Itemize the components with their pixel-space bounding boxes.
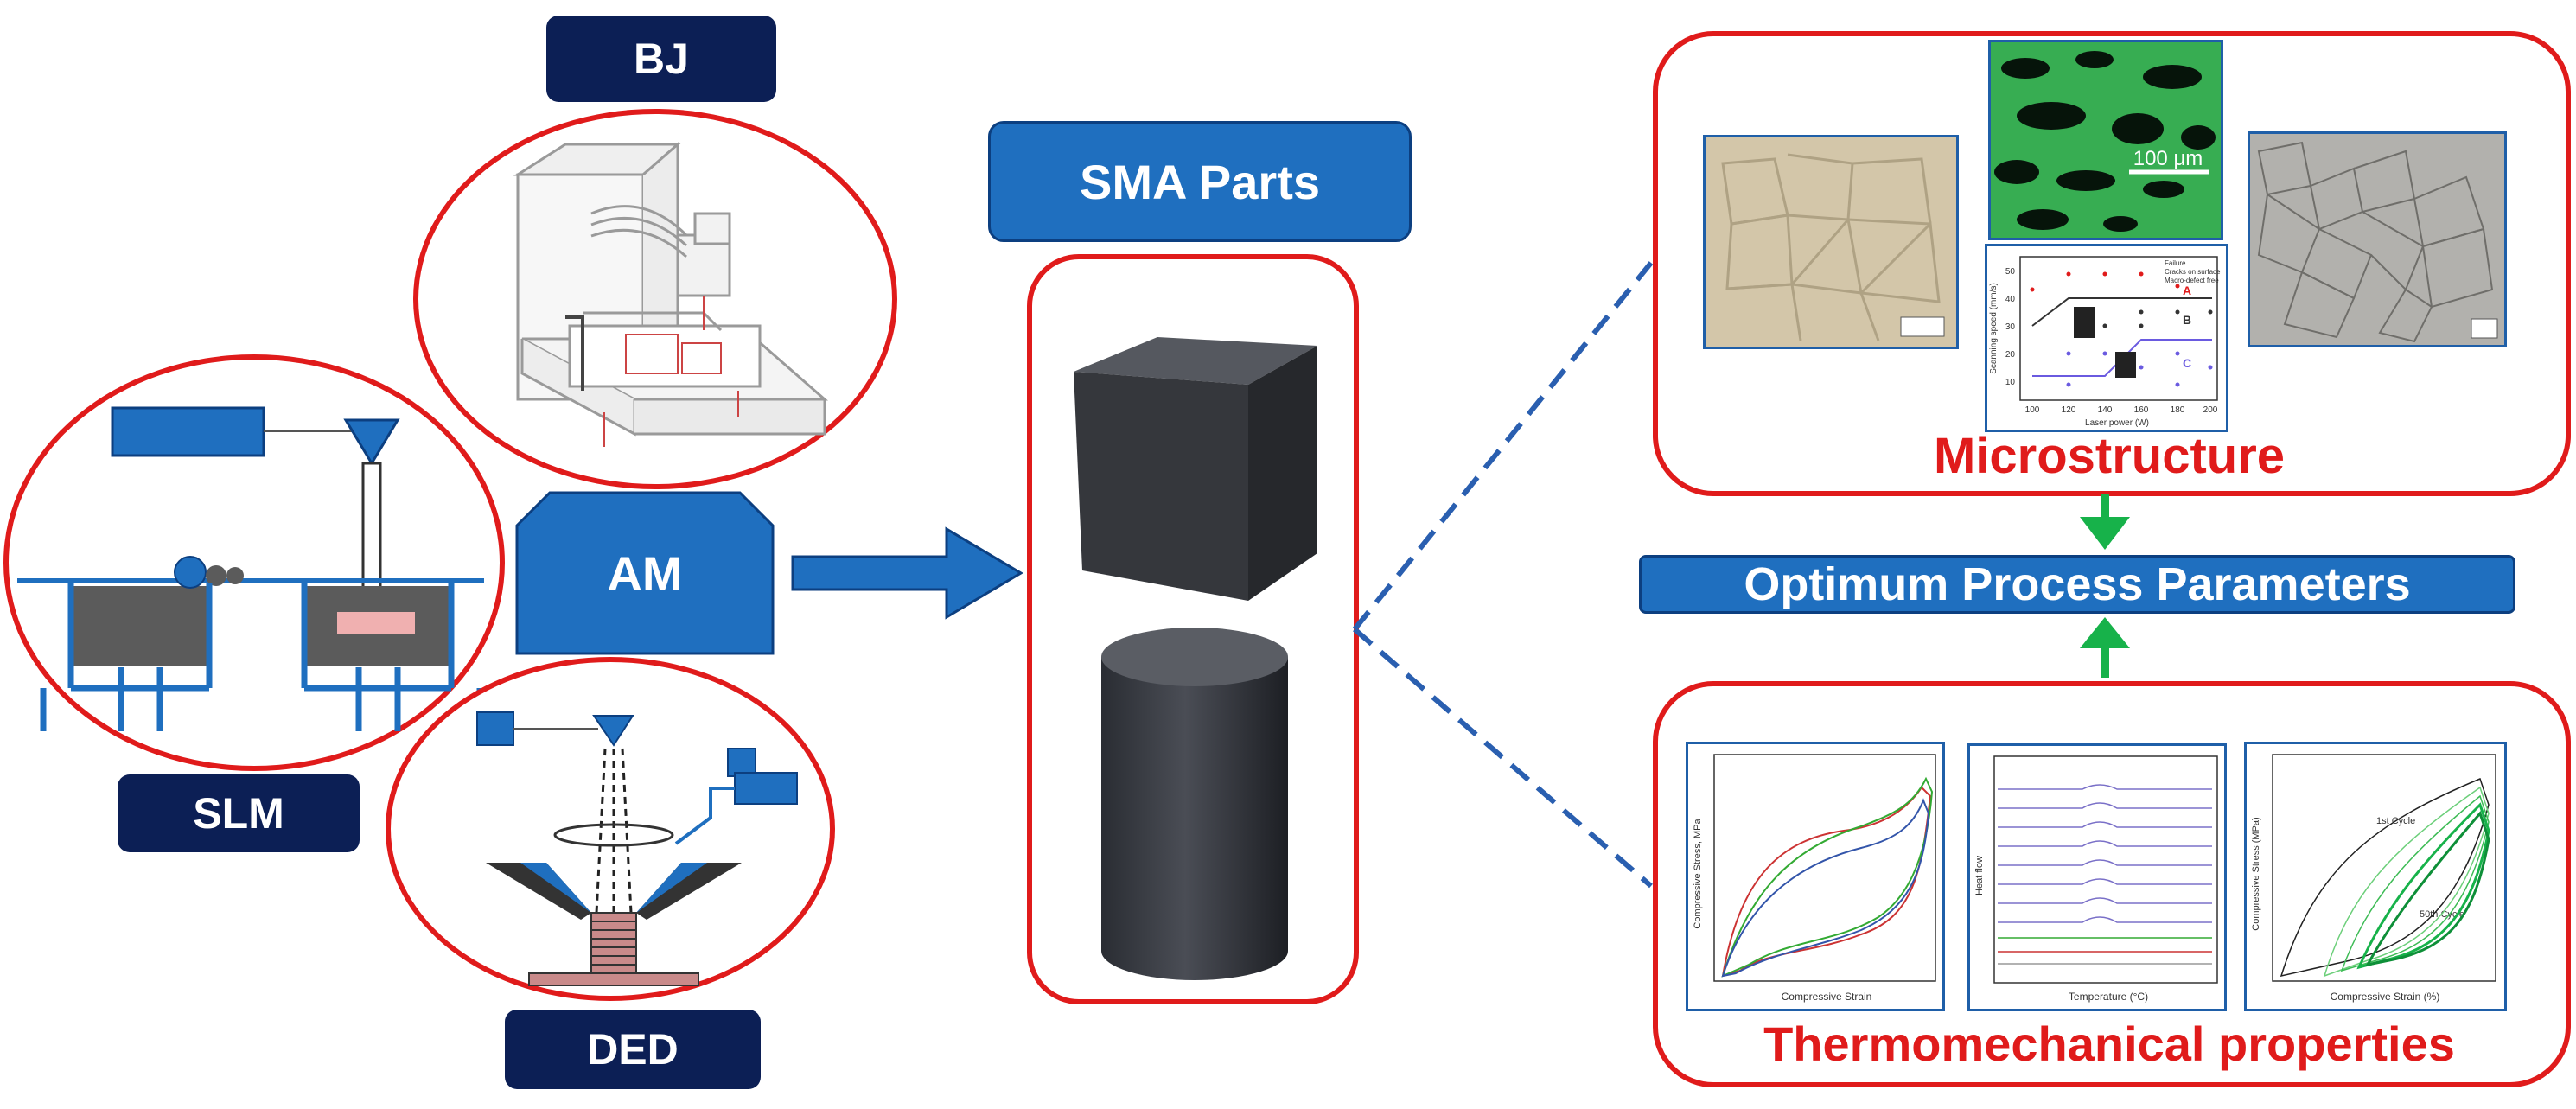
ded-label: DED: [505, 1010, 761, 1089]
x-tick-100: 100: [2025, 405, 2040, 415]
thermomechanical-title-text: Thermomechanical properties: [1763, 1017, 2455, 1071]
x-tick-160: 160: [2134, 405, 2149, 415]
binder-jet-printer-illustration: [513, 141, 828, 447]
stress-strain-chart-right-svg: Compressive Strain (%) Compressive Stres…: [2251, 754, 2496, 1003]
micrograph-right: [2248, 131, 2507, 347]
micrograph-sem-texture: 100 μm: [1991, 42, 2221, 238]
stress-strain-chart-right: Compressive Strain (%) Compressive Stres…: [2244, 742, 2507, 1011]
microstructure-title-text: Microstructure: [1933, 428, 2286, 484]
legend-failure: Failure: [2165, 259, 2186, 267]
x-tick-120: 120: [2062, 405, 2076, 415]
y-tick-50: 50: [2005, 267, 2016, 277]
middle-chart-ylabel: Heat flow: [1974, 856, 1985, 895]
right-chart-ylabel: Compressive Stress (MPa): [2251, 817, 2261, 930]
selective-laser-melting-illustration: [17, 406, 484, 731]
sma-parts-label: SMA Parts: [988, 121, 1412, 242]
region-c: C: [2183, 356, 2191, 370]
process-window-chart: 10 20 30 40 50 100 120 140 160 180 200 L…: [1985, 244, 2228, 432]
am-block: AM: [515, 491, 775, 655]
slm-oval: [3, 354, 505, 771]
legend-cracks: Cracks on surface: [2165, 268, 2221, 276]
dsc-chart-svg: Temperature (°C) Heat flow: [1974, 755, 2218, 1003]
green-arrow-up: [2080, 617, 2130, 678]
am-label-text: AM: [607, 545, 683, 601]
legend-defect-free: Macro-defect free: [2165, 277, 2219, 284]
microstructure-title: Microstructure: [1815, 422, 2403, 491]
micrograph-right-texture: [2250, 134, 2504, 345]
left-chart-xlabel: Compressive Strain: [1782, 991, 1872, 1003]
mini-chart-ylabel: Scanning speed (mm/s): [1989, 283, 1999, 374]
sma-parts-frame: [1027, 254, 1359, 1004]
dsc-chart: Temperature (°C) Heat flow: [1967, 743, 2227, 1011]
slm-label-text: SLM: [193, 789, 284, 838]
bj-label-text: BJ: [634, 35, 689, 83]
y-tick-30: 30: [2005, 322, 2016, 332]
region-a: A: [2183, 284, 2191, 297]
ded-oval: [386, 657, 835, 1001]
x-tick-200: 200: [2203, 405, 2218, 415]
green-arrow-down: [2080, 494, 2130, 550]
scale-bar-label: 100 μm: [2133, 147, 2203, 170]
slm-label: SLM: [118, 774, 360, 852]
y-tick-10: 10: [2005, 378, 2016, 387]
micrograph-sem: 100 μm: [1988, 40, 2223, 240]
stress-strain-chart-left-svg: Compressive Strain Compressive Stress, M…: [1693, 754, 1936, 1003]
am-pentagon-shape: [515, 491, 775, 655]
thermomechanical-title: Thermomechanical properties: [1677, 1010, 2541, 1079]
x-tick-140: 140: [2098, 405, 2113, 415]
x-tick-180: 180: [2171, 405, 2185, 415]
stress-strain-chart-left: Compressive Strain Compressive Stress, M…: [1686, 742, 1945, 1011]
directed-energy-deposition-illustration: [476, 711, 798, 986]
bj-label: BJ: [546, 16, 776, 102]
y-tick-20: 20: [2005, 350, 2016, 360]
process-window-chart-svg: 10 20 30 40 50 100 120 140 160 180 200 L…: [1989, 256, 2221, 428]
cube-part: [1074, 337, 1317, 601]
bj-oval: [413, 109, 897, 489]
micrograph-left: [1703, 135, 1959, 349]
am-to-parts-arrow: [791, 526, 1023, 620]
optimum-process-parameters-bar: Optimum Process Parameters: [1639, 555, 2515, 614]
micrograph-left-texture: [1706, 137, 1956, 347]
y-tick-40: 40: [2005, 295, 2016, 304]
ded-label-text: DED: [587, 1025, 679, 1074]
dashed-connectors: [1353, 261, 1654, 889]
right-chart-xlabel: Compressive Strain (%): [2331, 991, 2440, 1003]
left-chart-ylabel: Compressive Stress, MPa: [1693, 819, 1703, 929]
sma-parts-label-text: SMA Parts: [1079, 154, 1320, 209]
sma-parts-render: [1074, 337, 1317, 980]
mini-chart-xlabel: Laser power (W): [2085, 418, 2149, 428]
optimum-process-parameters-text: Optimum Process Parameters: [1744, 558, 2411, 610]
region-b: B: [2183, 313, 2191, 327]
middle-chart-xlabel: Temperature (°C): [2069, 991, 2148, 1003]
cylinder-part: [1101, 628, 1288, 980]
